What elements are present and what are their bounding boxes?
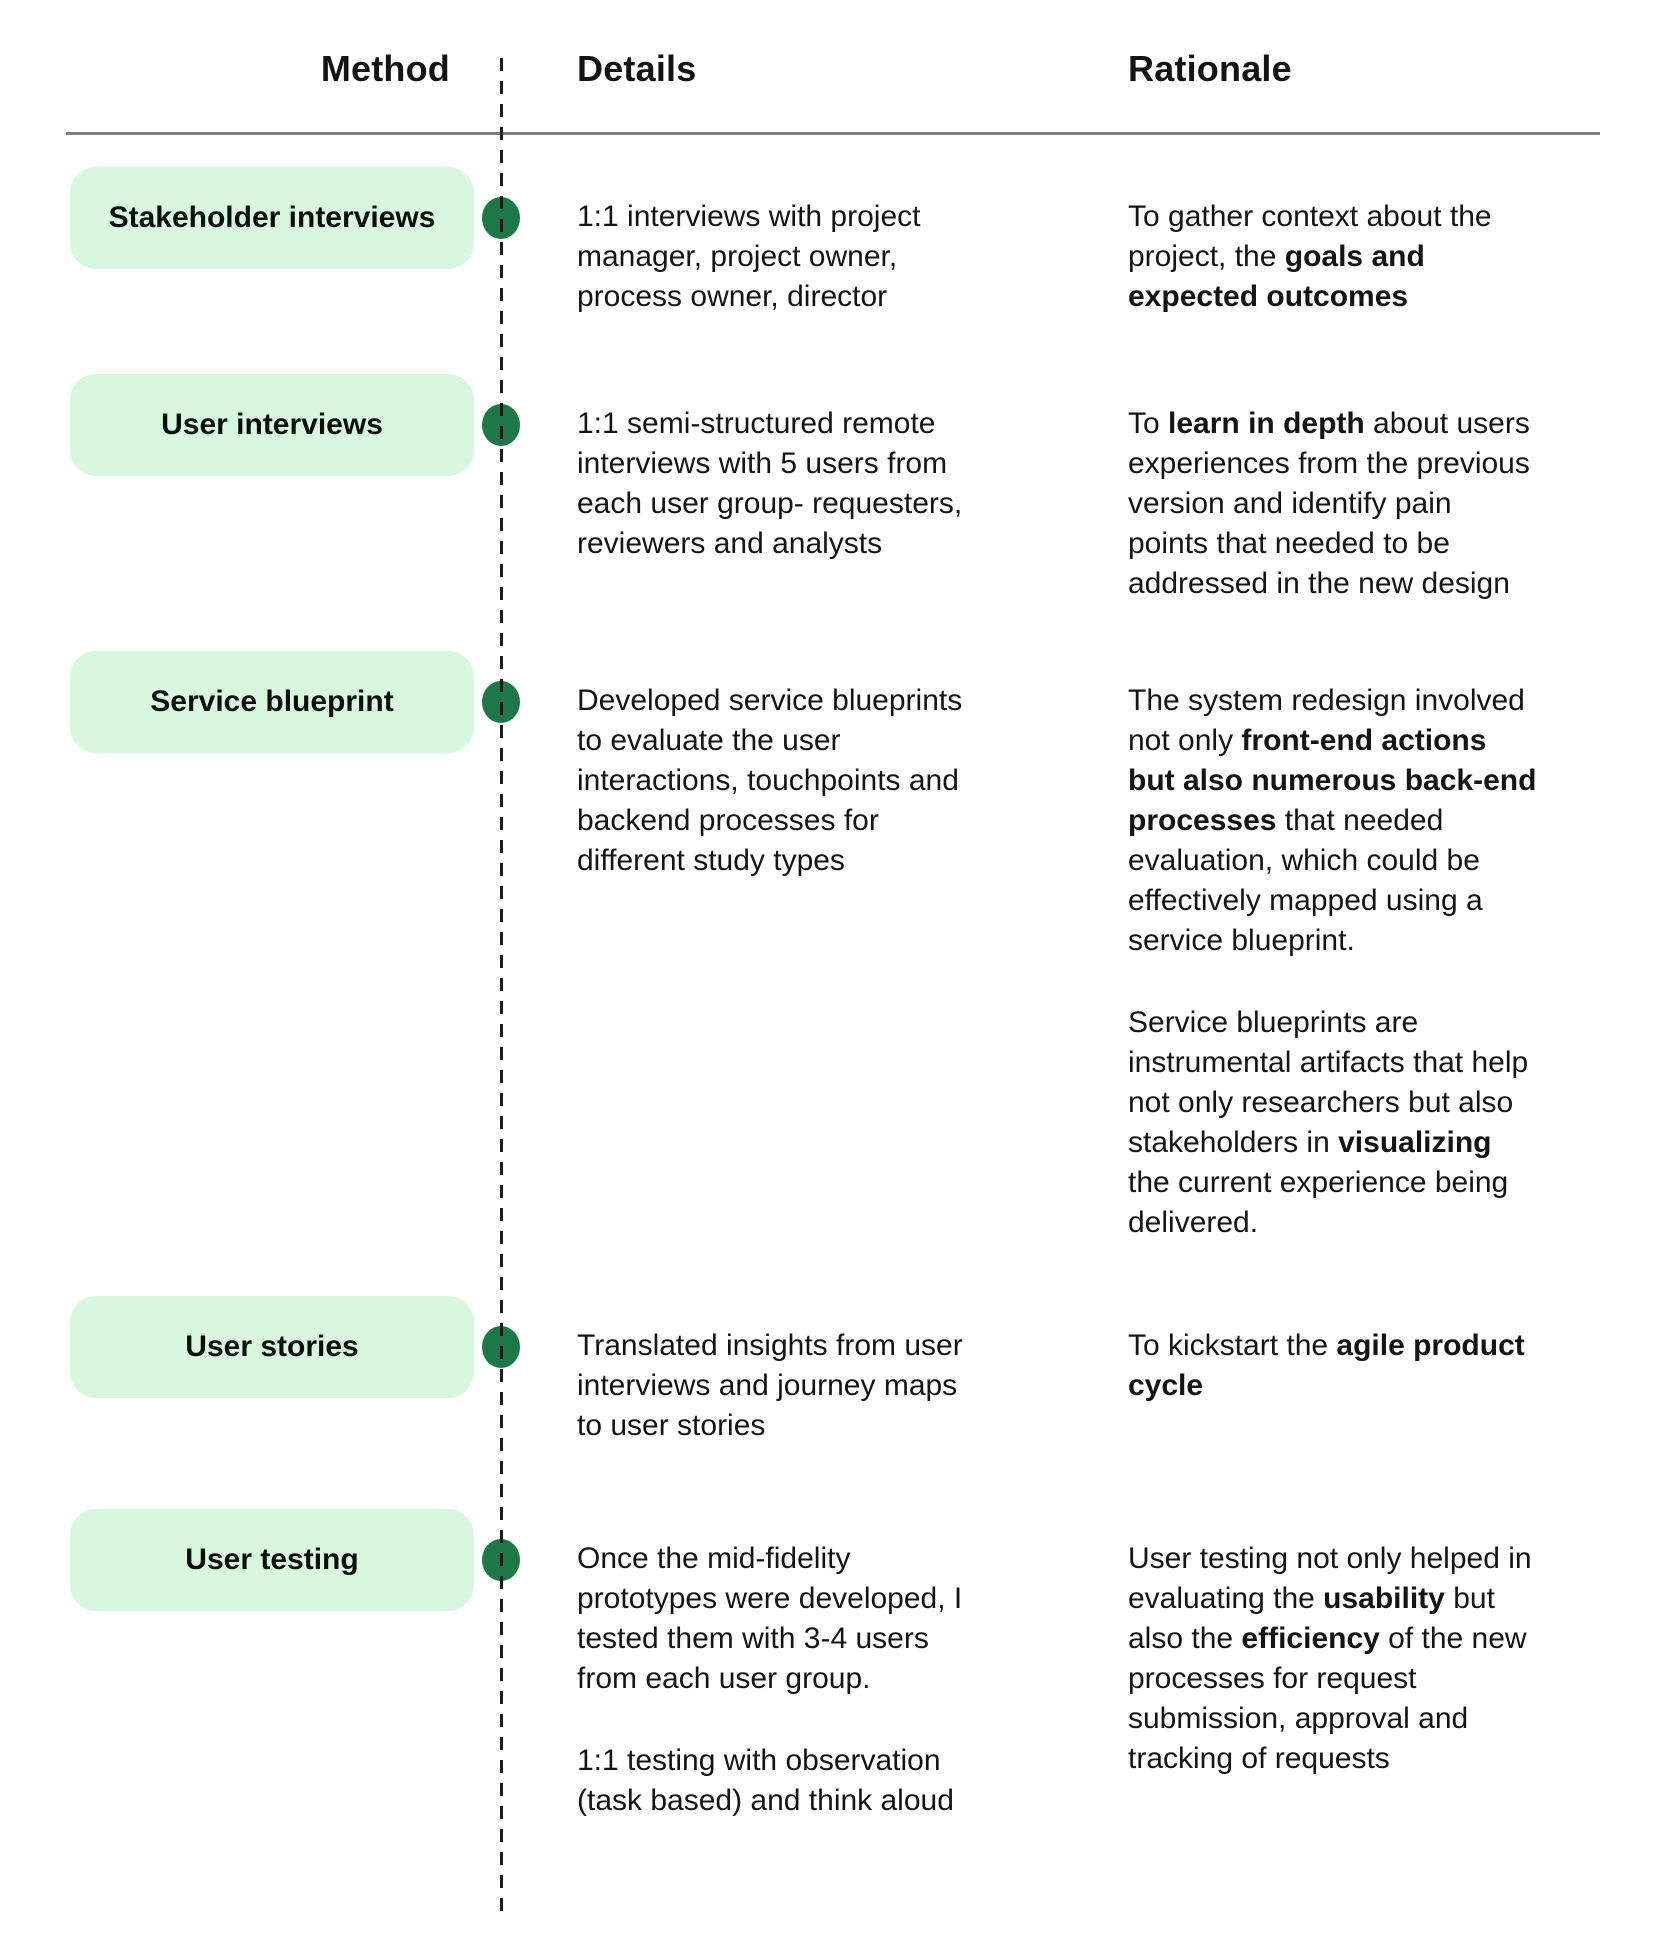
rationale-text: of the new processes for request submiss… <box>1128 1622 1527 1775</box>
method-row: User testing Once the mid-fidelity proto… <box>0 1509 1666 1821</box>
details-text: Developed service blueprints to evaluate… <box>577 684 963 877</box>
rationale-text: Service blueprints are instrumental arti… <box>1128 1006 1529 1159</box>
rationale-text-bold: agile product cycle <box>1128 1329 1525 1402</box>
rationale-paragraph: Service blueprints are instrumental arti… <box>1128 1003 1538 1243</box>
rationale-text-bold: efficiency <box>1241 1622 1380 1655</box>
column-header-method: Method <box>320 48 450 89</box>
rationale-cell: To learn in depth about users experience… <box>1105 374 1666 604</box>
method-pill: Service blueprint <box>70 651 474 753</box>
method-row: Stakeholder interviews 1:1 interviews wi… <box>0 167 1666 317</box>
rationale-text: the current experience being delivered. <box>1128 1166 1509 1239</box>
details-cell: Developed service blueprints to evaluate… <box>528 651 1105 881</box>
rationale-paragraph: The system redesign involved not only fr… <box>1128 681 1538 961</box>
rationale-text-bold: learn in depth <box>1168 407 1365 440</box>
column-header-rationale: Rationale <box>1128 48 1292 89</box>
rationale-text: To kickstart the <box>1128 1329 1337 1362</box>
rationale-text-bold: goals and expected outcomes <box>1128 240 1425 313</box>
method-pill-label: User interviews <box>161 408 383 441</box>
method-pill: Stakeholder interviews <box>70 167 474 269</box>
rationale-cell: To gather context about the project, the… <box>1105 167 1666 317</box>
rationale-cell: To kickstart the agile product cycle <box>1105 1296 1666 1406</box>
details-cell: Once the mid-fidelity prototypes were de… <box>528 1509 1105 1821</box>
details-cell: 1:1 semi-structured remote interviews wi… <box>528 374 1105 564</box>
details-text: Once the mid-fidelity prototypes were de… <box>577 1542 963 1695</box>
details-text: 1:1 interviews with project manager, pro… <box>577 200 921 313</box>
details-paragraph: 1:1 interviews with project manager, pro… <box>577 197 985 317</box>
rationale-text: that needed evaluation, which could be e… <box>1128 804 1483 957</box>
rationale-text: To <box>1128 407 1169 440</box>
rationale-paragraph: To gather context about the project, the… <box>1128 197 1538 317</box>
rationale-text: User testing not only helped in evaluati… <box>1128 1542 1532 1615</box>
method-row: Service blueprint Developed service blue… <box>0 651 1666 1243</box>
rationale-cell: The system redesign involved not only fr… <box>1105 651 1666 1243</box>
rationale-text: about users experiences from the previou… <box>1128 407 1530 600</box>
rationale-text-bold: front-end actions but also numerous back… <box>1128 724 1537 837</box>
header-divider-rule <box>66 132 1600 135</box>
details-text: Translated insights from user interviews… <box>577 1329 963 1442</box>
method-rows: Stakeholder interviews 1:1 interviews wi… <box>0 167 1666 1821</box>
details-text: 1:1 testing with observation (task based… <box>577 1744 954 1817</box>
rationale-paragraph: To learn in depth about users experience… <box>1128 404 1538 604</box>
rationale-paragraph: To kickstart the agile product cycle <box>1128 1326 1538 1406</box>
details-paragraph: 1:1 semi-structured remote interviews wi… <box>577 404 985 564</box>
table-header-row: Method Details Rationale <box>0 0 1666 90</box>
details-paragraph: Translated insights from user interviews… <box>577 1326 985 1446</box>
rationale-paragraph: User testing not only helped in evaluati… <box>1128 1539 1538 1779</box>
method-row: User stories Translated insights from us… <box>0 1296 1666 1446</box>
method-pill: User testing <box>70 1509 474 1611</box>
details-cell: 1:1 interviews with project manager, pro… <box>528 167 1105 317</box>
method-pill-label: User testing <box>185 1543 359 1576</box>
method-pill-label: User stories <box>185 1330 359 1363</box>
method-pill: User interviews <box>70 374 474 476</box>
details-cell: Translated insights from user interviews… <box>528 1296 1105 1446</box>
rationale-text: The system redesign involved not only <box>1128 684 1525 757</box>
details-paragraph: Developed service blueprints to evaluate… <box>577 681 985 881</box>
details-paragraph: 1:1 testing with observation (task based… <box>577 1741 985 1821</box>
rationale-cell: User testing not only helped in evaluati… <box>1105 1509 1666 1779</box>
timeline-dashed-rail <box>500 58 503 1914</box>
method-pill-label: Service blueprint <box>150 685 394 718</box>
rationale-text-bold: usability <box>1323 1582 1445 1615</box>
column-header-details: Details <box>577 48 697 89</box>
rationale-text: To gather context about the project, the <box>1128 200 1492 273</box>
details-paragraph: Once the mid-fidelity prototypes were de… <box>577 1539 985 1699</box>
rationale-text-bold: visualizing <box>1338 1126 1492 1159</box>
rationale-text: but also the <box>1128 1582 1495 1655</box>
method-pill-label: Stakeholder interviews <box>108 201 436 234</box>
details-text: 1:1 semi-structured remote interviews wi… <box>577 407 963 560</box>
method-pill: User stories <box>70 1296 474 1398</box>
method-row: User interviews 1:1 semi-structured remo… <box>0 374 1666 604</box>
